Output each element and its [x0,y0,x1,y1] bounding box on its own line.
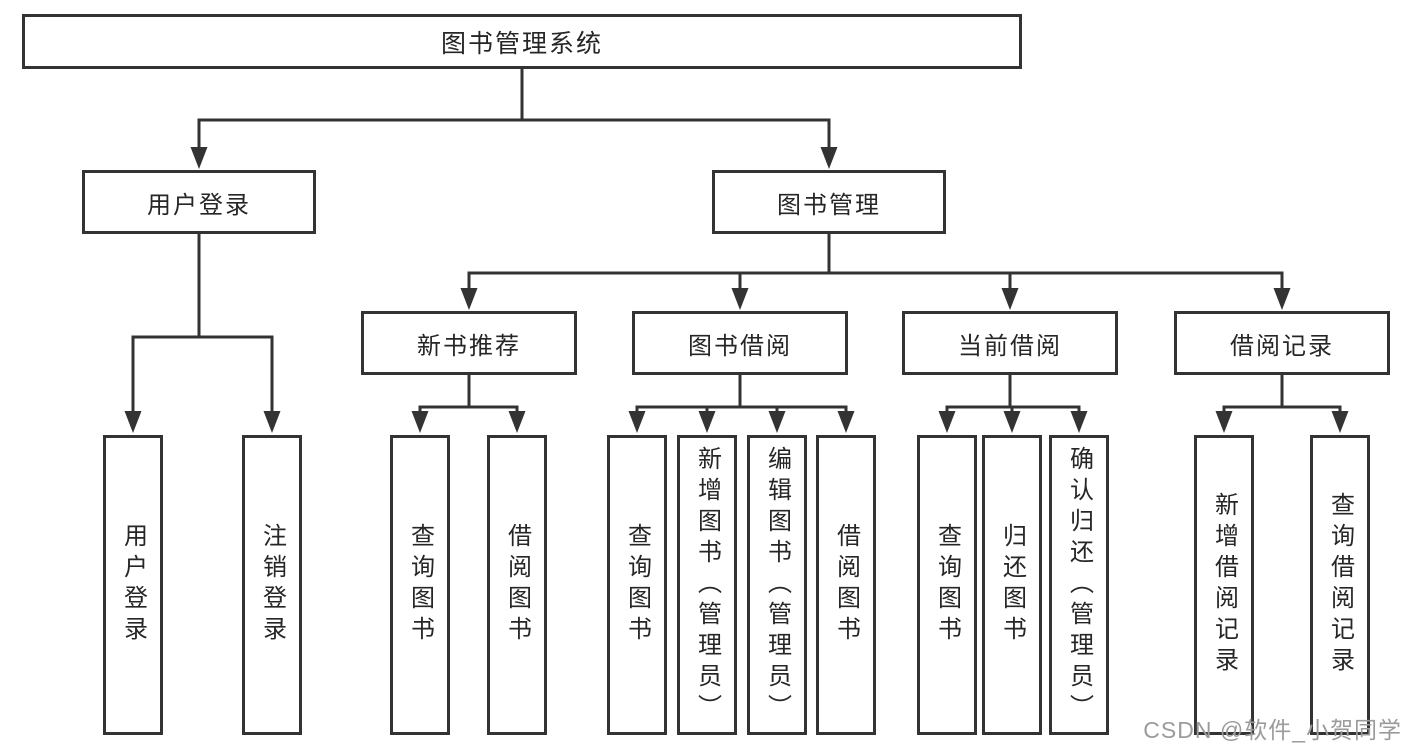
node-book-management: 图书管理 [712,170,946,234]
leaf-add-books-admin: 新增图书（管理员） [677,435,737,735]
node-book-borrowing: 图书借阅 [632,311,848,375]
leaf-query-borrow-record: 查询借阅记录 [1310,435,1370,735]
node-user-login: 用户登录 [82,170,316,234]
leaf-confirm-return-admin: 确认归还（管理员） [1049,435,1109,735]
node-borrowing-records: 借阅记录 [1174,311,1390,375]
leaf-query-books-recommend: 查询图书 [390,435,450,735]
node-current-borrowing: 当前借阅 [902,311,1118,375]
leaf-return-books: 归还图书 [982,435,1042,735]
leaf-edit-books-admin: 编辑图书（管理员） [747,435,807,735]
leaf-add-borrow-record: 新增借阅记录 [1194,435,1254,735]
leaf-borrow-books-borrow: 借阅图书 [816,435,876,735]
csdn-watermark: CSDN @软件_小贺同学 [1143,717,1402,743]
node-new-book-recommend: 新书推荐 [361,311,577,375]
leaf-query-books-current: 查询图书 [917,435,977,735]
leaf-user-login: 用户登录 [103,435,163,735]
leaf-logout: 注销登录 [242,435,302,735]
node-book-management-system: 图书管理系统 [22,14,1022,69]
leaf-borrow-books-recommend: 借阅图书 [487,435,547,735]
leaf-query-books-borrow: 查询图书 [607,435,667,735]
